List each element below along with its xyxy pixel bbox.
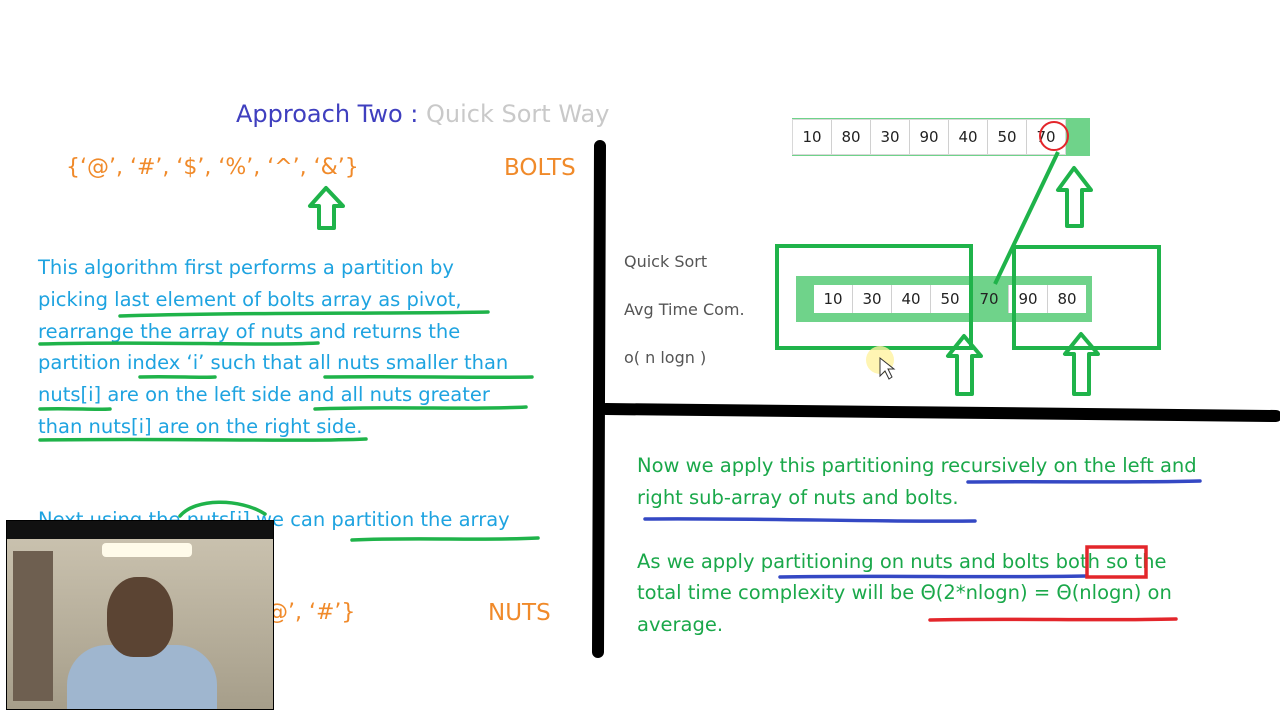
webcam-door bbox=[13, 551, 53, 701]
array-cell: 70 bbox=[970, 285, 1009, 313]
up-arrow-icon bbox=[308, 186, 345, 230]
array-cell: 10 bbox=[814, 285, 853, 313]
array-cell: 40 bbox=[949, 120, 988, 154]
array-cell: 80 bbox=[832, 120, 871, 154]
array-cell: 90 bbox=[1009, 285, 1048, 313]
left-partition-box bbox=[775, 244, 973, 350]
mouse-pointer-icon bbox=[879, 356, 896, 380]
array-cell: 90 bbox=[910, 120, 949, 154]
description-line: than nuts[i] are on the right side. bbox=[38, 414, 363, 438]
up-arrow-icon bbox=[1063, 332, 1100, 396]
complexity-line-2: total time complexity will be Θ(2*nlogn)… bbox=[637, 581, 1172, 604]
algorithm-description: This algorithm first performs a partitio… bbox=[38, 252, 558, 443]
complexity-label: o( n logn ) bbox=[624, 348, 707, 367]
bottom-array-container: 10 30 40 50 70 90 80 bbox=[796, 276, 1092, 322]
complexity-line-3: average. bbox=[637, 613, 724, 636]
array-cell: 30 bbox=[853, 285, 892, 313]
nuts-label: NUTS bbox=[488, 600, 551, 626]
up-arrow-icon bbox=[1056, 166, 1093, 228]
array-cell: 50 bbox=[988, 120, 1027, 154]
blue-underline bbox=[778, 574, 1088, 579]
description-line: rearrange the array of nuts and returns … bbox=[38, 319, 461, 343]
blue-underline bbox=[643, 517, 977, 523]
complexity-line-1: As we apply partitioning on nuts and bol… bbox=[637, 550, 1167, 573]
webcam-overlay bbox=[6, 520, 274, 710]
horizontal-divider bbox=[600, 403, 1280, 422]
array-cell: 50 bbox=[931, 285, 970, 313]
top-array: 10 80 30 90 40 50 70 bbox=[792, 119, 1066, 155]
array-cell: 40 bbox=[892, 285, 931, 313]
red-underline bbox=[928, 617, 1178, 622]
title-approach: Approach Two : bbox=[236, 100, 419, 128]
bolts-label: BOLTS bbox=[504, 155, 576, 181]
array-cell: 10 bbox=[793, 120, 832, 154]
recursive-line-1: Now we apply this partitioning recursive… bbox=[637, 454, 1197, 477]
right-partition-box bbox=[1012, 245, 1161, 350]
array-cell: 80 bbox=[1048, 285, 1086, 313]
description-line: partition index ‘i’ such that all nuts s… bbox=[38, 351, 509, 375]
nuts-set: @’, ‘#’} bbox=[266, 600, 356, 625]
recursive-line-2: right sub-array of nuts and bolts. bbox=[637, 486, 959, 509]
webcam-ceiling bbox=[7, 521, 273, 539]
green-underlines bbox=[38, 310, 540, 542]
blue-underline bbox=[966, 479, 1202, 484]
bolts-set: {‘@’, ‘#’, ‘$’, ‘%’, ‘^’, ‘&’} bbox=[66, 155, 359, 180]
both-highlight-box bbox=[1085, 545, 1148, 579]
pivot-link-line bbox=[993, 151, 1060, 285]
webcam-light bbox=[102, 543, 192, 557]
slide-title: Approach Two : Quick Sort Way bbox=[236, 100, 609, 128]
presenter-head bbox=[107, 577, 173, 657]
avg-time-label: Avg Time Com. bbox=[624, 300, 745, 319]
description-line: nuts[i] are on the left side and all nut… bbox=[38, 383, 490, 407]
pivot-circle bbox=[1039, 121, 1069, 151]
description-line: This algorithm first performs a partitio… bbox=[38, 256, 454, 279]
up-arrow-icon bbox=[946, 334, 983, 396]
title-method: Quick Sort Way bbox=[426, 100, 610, 128]
quick-sort-label: Quick Sort bbox=[624, 252, 708, 271]
vertical-divider bbox=[592, 140, 606, 658]
description-line: picking last element of bolts array as p… bbox=[38, 287, 462, 311]
array-cell: 30 bbox=[871, 120, 910, 154]
bottom-array: 10 30 40 50 70 90 80 bbox=[814, 285, 1086, 313]
